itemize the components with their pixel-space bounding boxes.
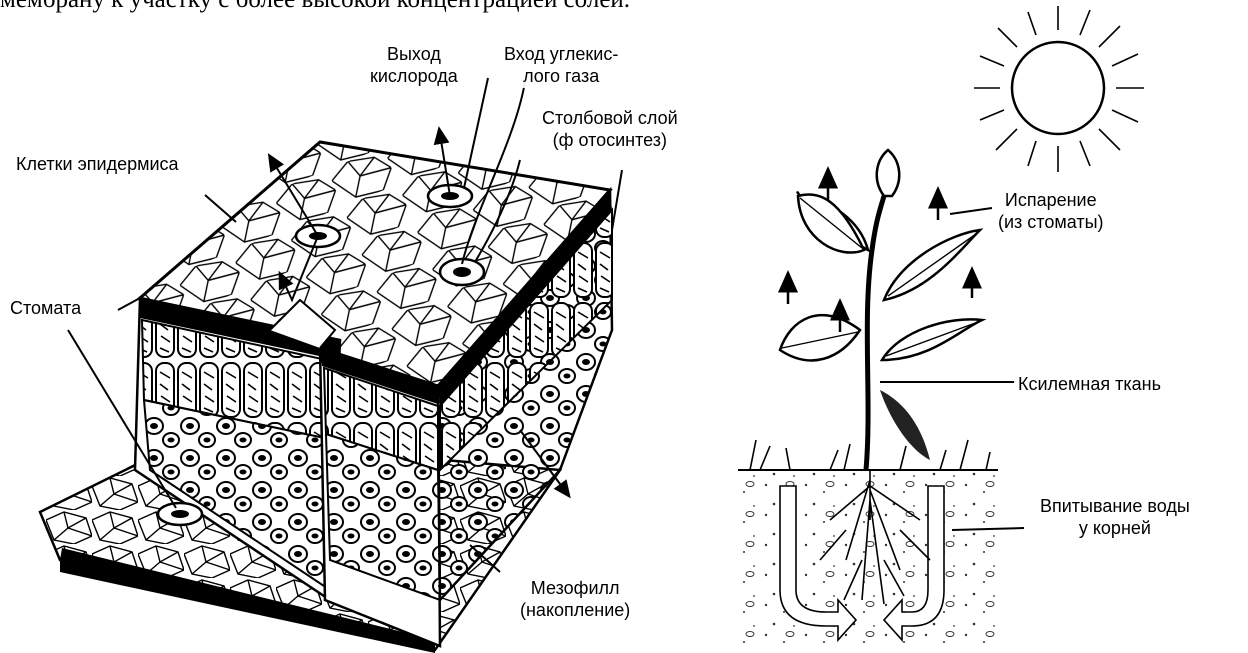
leader-line bbox=[205, 195, 236, 222]
leader-line bbox=[950, 208, 992, 214]
leader-line bbox=[118, 298, 140, 310]
plant-diagram bbox=[738, 6, 1144, 650]
label-epidermis-cells: Клетки эпидермиса bbox=[12, 152, 183, 176]
label-evaporation: Испарение(из стоматы) bbox=[994, 188, 1108, 234]
label-co2-in: Вход углекис-лого газа bbox=[500, 42, 622, 88]
label-xylem-tissue: Ксилемная ткань bbox=[1014, 372, 1165, 396]
sun-icon bbox=[974, 6, 1144, 172]
label-mesophyll: Мезофилл(накопление) bbox=[516, 576, 634, 622]
leader-line bbox=[612, 170, 622, 230]
label-palisade-layer: Столбовой слой(ф отосинтез) bbox=[538, 106, 682, 152]
label-stomata: Стомата bbox=[6, 296, 85, 320]
stoma-mark bbox=[158, 503, 202, 525]
